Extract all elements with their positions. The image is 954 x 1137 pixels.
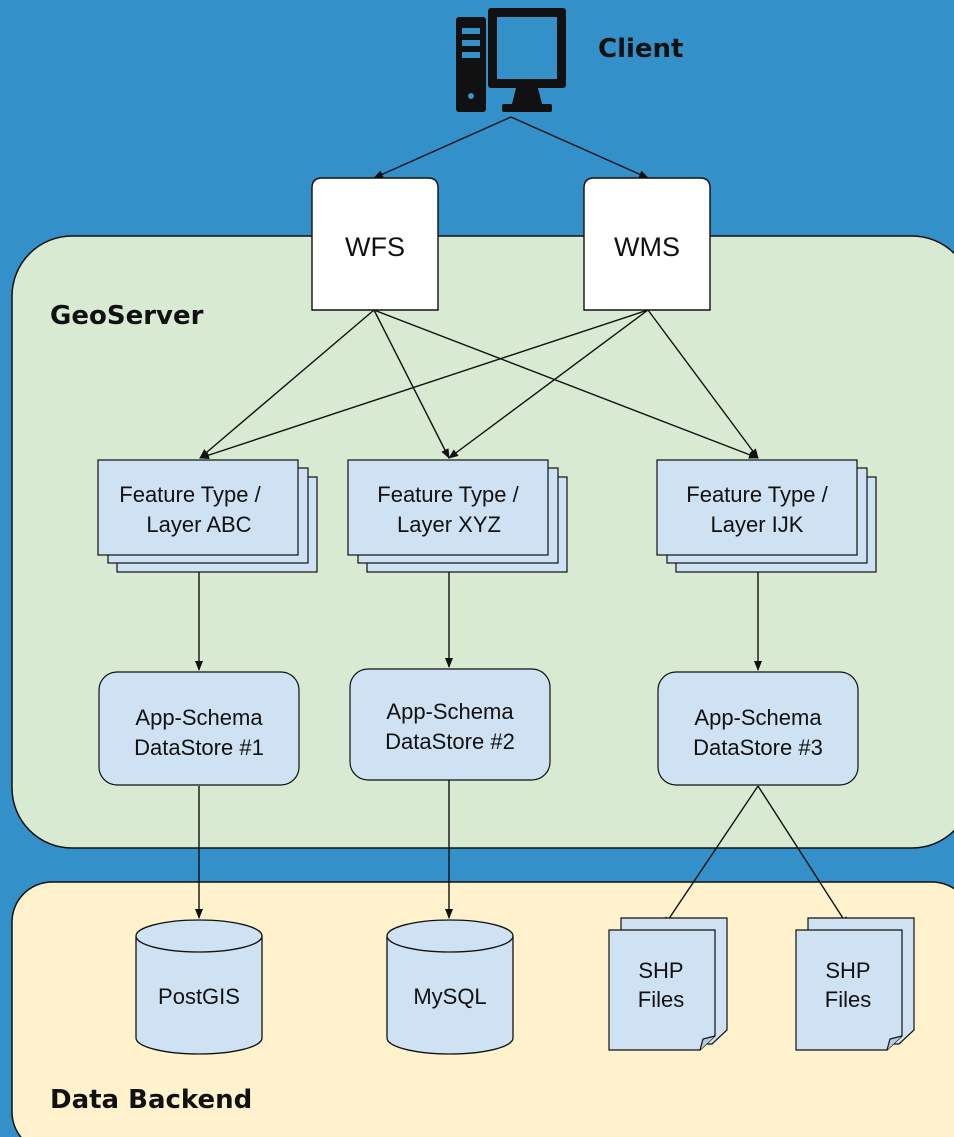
wfs-label: WFS (345, 232, 405, 262)
database-mysql: MySQL (386, 919, 514, 1055)
arrow-wfs-abc (199, 309, 375, 459)
arrow-wfs-ijk (373, 309, 759, 459)
arrow-ds3-shp2 (757, 785, 849, 927)
feature-type-abc-line1: Feature Type / (119, 482, 261, 507)
datastore-1-line2: DataStore #1 (134, 735, 264, 760)
arrow-wms-ijk (647, 309, 759, 459)
datastore-3: App-Schema DataStore #3 (657, 671, 859, 786)
shp-files-2: SHP Files (795, 917, 915, 1051)
arrow-client-wms (510, 116, 649, 179)
database-mysql-label: MySQL (413, 984, 486, 1009)
feature-type-ijk-line1: Feature Type / (686, 482, 828, 507)
datastore-2: App-Schema DataStore #2 (349, 668, 551, 781)
shp-files-1-line1: SHP (638, 958, 683, 983)
shp-files-2-line2: Files (825, 987, 871, 1012)
client-label: Client (598, 34, 683, 64)
arrows (195, 116, 849, 927)
feature-type-xyz-line2: Layer XYZ (397, 512, 501, 537)
datastore-1-line1: App-Schema (135, 705, 263, 730)
datastore-1: App-Schema DataStore #1 (98, 671, 300, 786)
feature-type-abc-line2: Layer ABC (146, 512, 251, 537)
arrow-wms-xyz (448, 309, 649, 459)
arrow-wfs-xyz (373, 309, 450, 459)
feature-type-xyz-line1: Feature Type / (377, 482, 519, 507)
feature-type-xyz: Feature Type / Layer XYZ (347, 459, 568, 573)
shp-files-1-line2: Files (638, 987, 684, 1012)
datastore-2-line1: App-Schema (386, 699, 514, 724)
datastore-3-line1: App-Schema (694, 705, 822, 730)
arrow-ds3-shp1 (663, 785, 759, 927)
feature-type-ijk: Feature Type / Layer IJK (656, 459, 877, 573)
computer-icon (456, 8, 566, 112)
shp-files-2-line1: SHP (825, 958, 870, 983)
database-postgis: PostGIS (135, 919, 263, 1055)
arrow-client-wfs (373, 116, 512, 179)
feature-type-abc: Feature Type / Layer ABC (97, 459, 318, 573)
feature-type-ijk-line2: Layer IJK (711, 512, 804, 537)
database-postgis-label: PostGIS (158, 984, 240, 1009)
datastore-2-line2: DataStore #2 (385, 729, 515, 754)
arrow-wms-abc (199, 309, 649, 459)
datastore-3-line2: DataStore #3 (693, 735, 823, 760)
data-backend-label: Data Backend (50, 1085, 252, 1115)
shp-files-1: SHP Files (608, 917, 728, 1051)
wms-node: WMS (583, 177, 711, 311)
wms-label: WMS (614, 232, 680, 262)
geoserver-label: GeoServer (50, 301, 204, 331)
wfs-node: WFS (311, 177, 439, 311)
